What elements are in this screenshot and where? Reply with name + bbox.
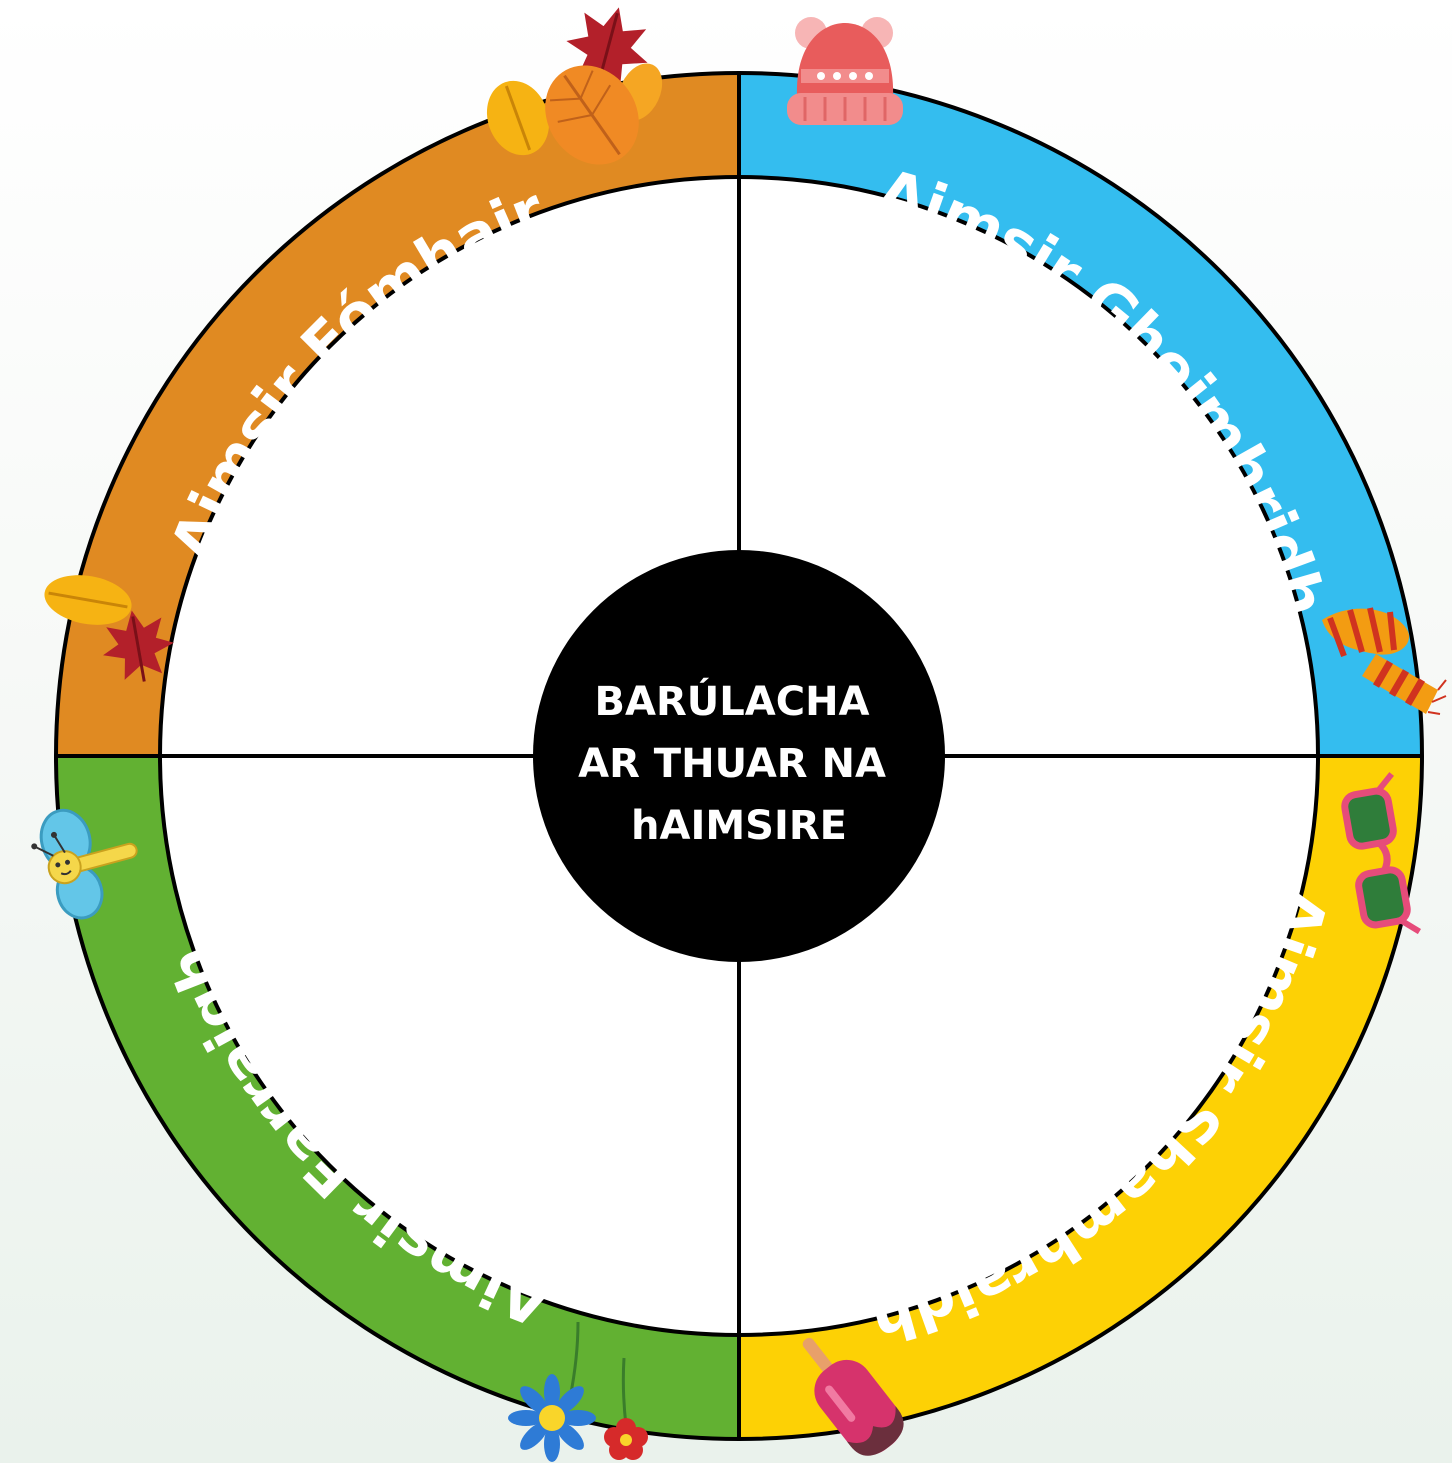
wool-hat-icon [787,17,903,125]
striped-scarf-icon [1322,607,1447,715]
blue-flower-icon [508,1321,596,1462]
ring-sector-spring [56,756,739,1439]
autumn-leaves-small-icon [44,575,174,682]
autumn-leaves-icon [486,7,663,165]
ice-lolly-icon [802,1337,904,1456]
ring-sector-winter [739,73,1422,756]
sunglasses-icon [1341,772,1421,935]
center-label-line-1: BARÚLACHA [595,677,870,725]
center-disk [533,550,945,962]
svg-text:BARÚLACHA AR THUAR NA: BARÚLACHA AR THUAR NA hAIMSIRE [578,677,900,849]
red-flower-icon [604,1357,648,1460]
center-label-line-2: AR THUAR NA [578,741,886,787]
center-label-line-3: hAIMSIRE [631,803,847,849]
butterfly-icon [31,808,138,920]
ring-sector-autumn [56,73,739,756]
